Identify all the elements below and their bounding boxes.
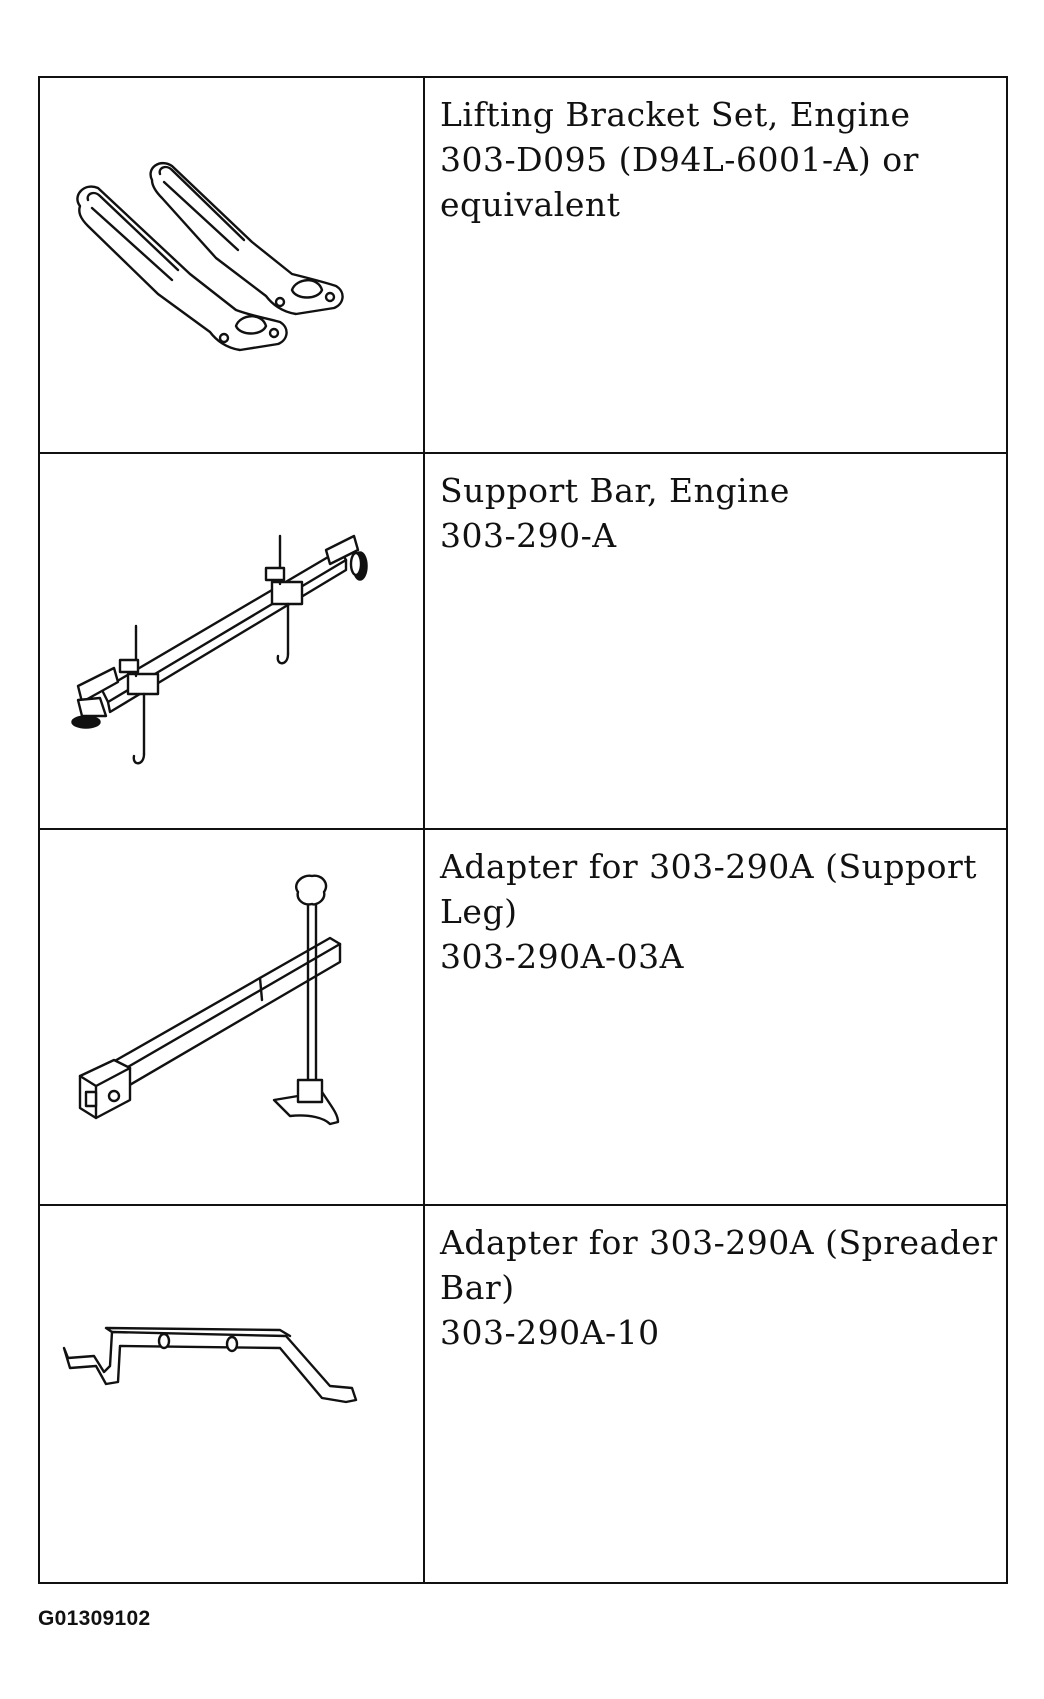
tool-number-line: 303-290A-03A <box>440 937 684 976</box>
tool-number-line: 303-290A-10 <box>440 1313 660 1352</box>
tool-description: Support Bar, Engine 303-290-A <box>440 468 990 558</box>
support-leg-adapter-illustration <box>40 830 423 1206</box>
tool-description: Lifting Bracket Set, Engine 303-D095 (D9… <box>440 92 990 227</box>
row-divider <box>40 828 1006 830</box>
tool-row-lifting-bracket: Lifting Bracket Set, Engine 303-D095 (D9… <box>40 78 1006 454</box>
tool-note-line: equivalent <box>440 185 621 224</box>
tool-description: Adapter for 303-290A (Support Leg) 303-2… <box>440 844 990 979</box>
tool-row-support-leg-adapter: Adapter for 303-290A (Support Leg) 303-2… <box>40 830 1006 1206</box>
tool-name-line: Support Bar, Engine <box>440 471 790 510</box>
tool-name-line: Lifting Bracket Set, Engine <box>440 95 911 134</box>
lifting-bracket-set-illustration <box>40 78 423 454</box>
figure-id: G01309102 <box>38 1607 151 1630</box>
tool-description: Adapter for 303-290A (Spreader Bar) 303-… <box>440 1220 998 1355</box>
tool-row-spreader-bar-adapter: Adapter for 303-290A (Spreader Bar) 303-… <box>40 1206 1006 1582</box>
tool-name-line-cont: Leg) <box>440 892 518 931</box>
tool-name-line: Adapter for 303-290A (Spreader <box>440 1223 998 1262</box>
tool-row-support-bar: Support Bar, Engine 303-290-A <box>40 454 1006 830</box>
tool-number-line: 303-D095 (D94L-6001-A) or <box>440 140 919 179</box>
spreader-bar-adapter-illustration <box>40 1206 423 1582</box>
column-divider <box>423 78 425 1582</box>
tool-name-line-cont: Bar) <box>440 1268 515 1307</box>
tool-number-line: 303-290-A <box>440 516 617 555</box>
support-bar-illustration <box>40 454 423 830</box>
row-divider <box>40 452 1006 454</box>
tool-name-line: Adapter for 303-290A (Support <box>440 847 977 886</box>
row-divider <box>40 1204 1006 1206</box>
special-tools-table: Lifting Bracket Set, Engine 303-D095 (D9… <box>38 76 1008 1584</box>
